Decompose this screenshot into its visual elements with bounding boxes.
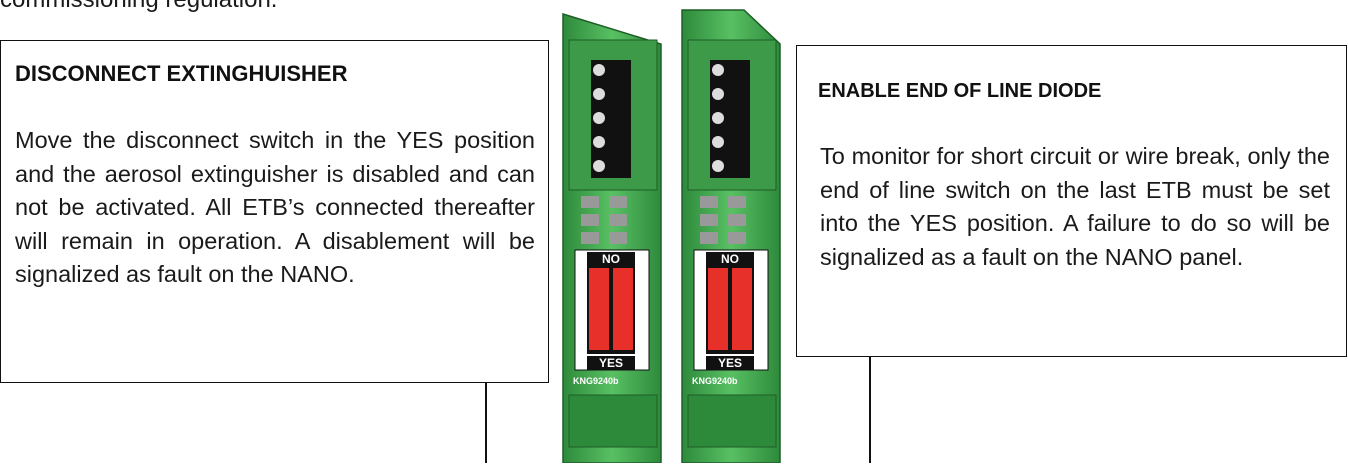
- callout-title: DISCONNECT EXTINGHUISHER: [15, 61, 348, 86]
- terminal-block: [710, 60, 750, 178]
- intro-text-fragment: commissioning regulation.: [0, 0, 277, 14]
- disconnect-label: DISCONNECT: [693, 287, 705, 360]
- terminal-block: [591, 60, 631, 178]
- leader-line-right: [869, 357, 871, 463]
- switch-no-label: NO: [602, 252, 620, 266]
- switch-yes-label: YES: [599, 356, 623, 370]
- leader-line-left: [485, 383, 487, 463]
- switch-yes-label: YES: [718, 356, 742, 370]
- callout-body: Move the disconnect switch in the YES po…: [15, 127, 535, 287]
- part-number: KNG9240b: [573, 376, 619, 386]
- part-number: KNG9240b: [692, 376, 738, 386]
- disconnect-extinguisher-callout: DISCONNECT EXTINGHUISHER Move the discon…: [0, 40, 549, 383]
- end-of-line-diode-callout: ENABLE END OF LINE DIODE To monitor for …: [796, 45, 1347, 357]
- callout-body: To monitor for short circuit or wire bre…: [820, 143, 1330, 270]
- end-of-line-label: END OF LINE: [753, 290, 765, 360]
- switch-no-label: NO: [721, 252, 739, 266]
- etb-module-1: NO YES DISCONNECT END OF LINE KNG9240b: [561, 0, 675, 464]
- etb-module-2: NO YES DISCONNECT END OF LINE KNG9240b: [680, 0, 794, 464]
- disconnect-label: DISCONNECT: [574, 287, 586, 360]
- end-of-line-label: END OF LINE: [634, 290, 646, 360]
- callout-title: ENABLE END OF LINE DIODE: [818, 80, 1102, 102]
